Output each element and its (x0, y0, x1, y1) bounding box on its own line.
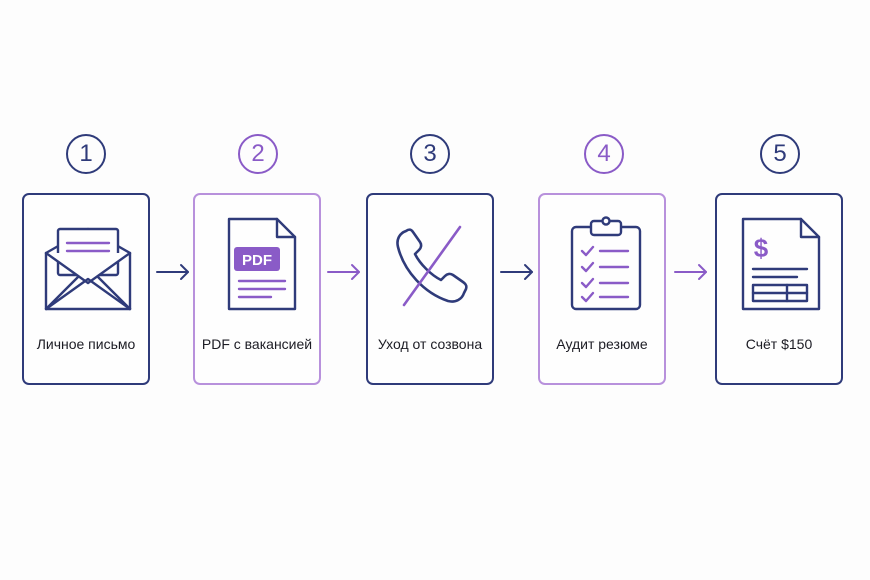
step-number-2: 2 (238, 134, 278, 174)
step-number-3: 3 (410, 134, 450, 174)
pdf-document-icon: PDF (227, 217, 297, 311)
step-card-5: $ Счёт $150 (715, 193, 843, 385)
step-number-1: 1 (66, 134, 106, 174)
step-card-1: Личное письмо (22, 193, 150, 385)
arrow-right-icon (156, 264, 189, 280)
step-number-4: 4 (584, 134, 624, 174)
step-number-5: 5 (760, 134, 800, 174)
step-card-3: Уход от созвона (366, 193, 494, 385)
step-label-4: Аудит резюме (556, 336, 648, 352)
no-call-icon (396, 225, 468, 307)
step-label-2: PDF с вакансией (201, 336, 313, 352)
step-label-5: Счёт $150 (745, 336, 813, 352)
arrow-right-icon (327, 264, 360, 280)
pdf-badge-text: PDF (242, 252, 272, 269)
dollar-sign-icon: $ (754, 233, 769, 263)
arrow-right-icon (674, 264, 707, 280)
clipboard-checklist-icon (570, 216, 642, 311)
invoice-icon: $ (741, 217, 821, 311)
step-label-1: Личное письмо (36, 336, 136, 352)
envelope-letter-icon (44, 227, 132, 311)
step-card-2: PDF PDF с вакансией (193, 193, 321, 385)
step-card-4: Аудит резюме (538, 193, 666, 385)
arrow-right-icon (500, 264, 533, 280)
step-label-3: Уход от созвона (377, 336, 483, 352)
